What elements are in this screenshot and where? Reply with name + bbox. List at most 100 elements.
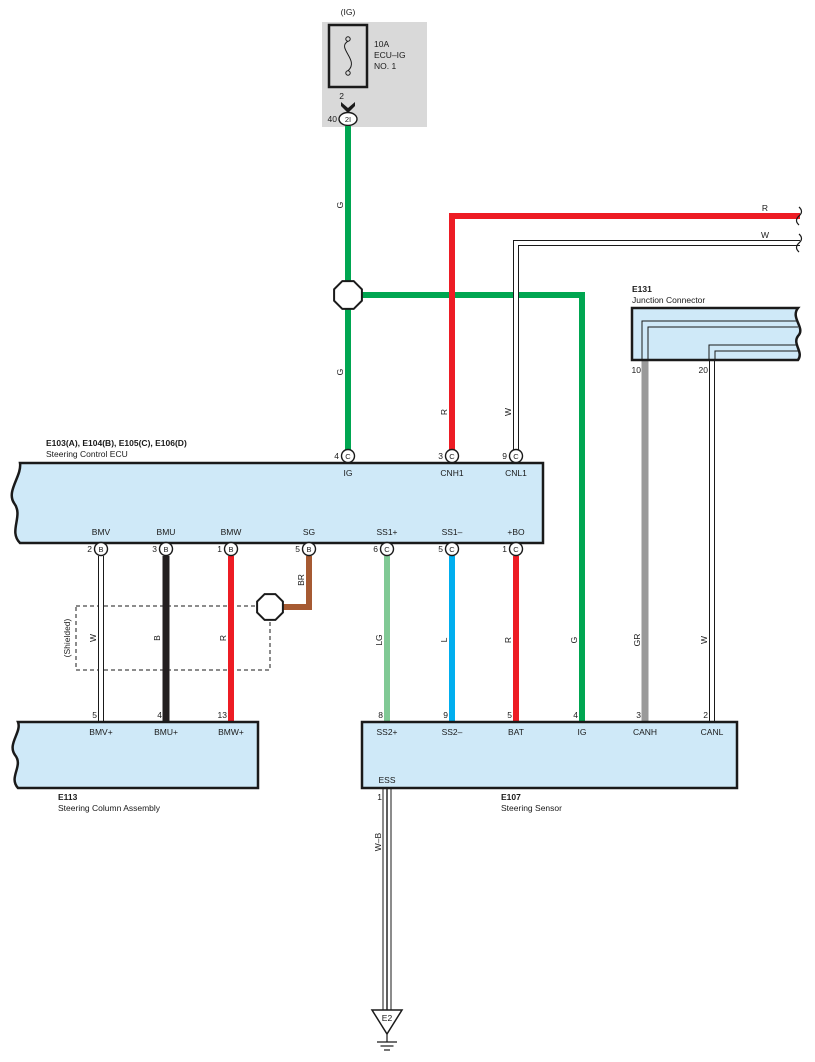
terminal-label: CNL1 [505,468,527,478]
wire-label: R [503,637,513,643]
ground-icon [377,1034,397,1051]
terminal-label: CNH1 [440,468,463,478]
fuse-frame [327,23,369,89]
connector-letter: C [449,452,455,461]
wire-label: GR [632,634,642,647]
fuse-supply-label: (IG) [341,7,356,17]
wire-label: G [335,202,345,209]
connector-terminal [444,448,460,464]
wire-splice-to-sensor-ig [362,292,585,722]
wire-label: W–B [373,832,383,851]
terminal-label: SS1+ [376,527,397,537]
connector-terminal [340,448,356,464]
wire-sg [283,556,312,610]
pin-number: 4 [334,451,339,461]
steering-column-body [11,720,260,790]
steering-column-name: Steering Column Assembly [58,803,161,813]
wire-cnl1 [513,240,800,450]
wire-label: W [761,230,769,240]
fuse-block: (IG) 10A ECU–IG NO. 1 2 2I 40 [322,7,427,127]
pin-number: 4 [573,710,578,720]
connector-terminal [93,541,109,557]
wire-label: W [88,634,98,642]
fuse-connector-oval [338,111,358,127]
wire-label: W [503,408,513,416]
junction-connector-body [630,306,802,362]
connector-terminal [508,541,524,557]
terminal-label: CANL [701,727,724,737]
connector-letter: B [306,545,311,554]
fuse-connector-id: 2I [345,115,351,124]
steering-control-ecu: E103(A), E104(B), E105(C), E106(D) Steer… [10,438,545,557]
pin-number: 3 [636,710,641,720]
connector-terminal [301,541,317,557]
pin-number: 5 [438,544,443,554]
wire-label: W [699,636,709,644]
pin-number: 2 [87,544,92,554]
steering-column-assembly: 5 BMV+ 4 BMU+ 13 BMW+ E113 Steering Colu… [11,710,260,813]
connector-terminal [508,448,524,464]
junction-connector: E131 Junction Connector 10 20 [630,284,802,375]
pin-number: 2 [703,710,708,720]
fuse-icon-element [344,40,352,72]
junction-connector-name: Junction Connector [632,295,705,305]
pin-number: 1 [502,544,507,554]
fuse-block-panel [322,22,427,127]
pin-number: 1 [217,544,222,554]
connector-letter: B [228,545,233,554]
connector-terminal [223,541,239,557]
terminal-label: BMU [157,527,176,537]
pin-number: 3 [152,544,157,554]
wire-label: L [439,637,449,642]
ecu-name: Steering Control ECU [46,449,128,459]
wire-label: LG [374,634,384,645]
fuse-name-line1: ECU–IG [374,50,406,60]
connector-letter: B [163,545,168,554]
pin-number: 9 [502,451,507,461]
steering-sensor-name: Steering Sensor [501,803,562,813]
connector-letter: C [449,545,455,554]
pin-number: 3 [438,451,443,461]
pin-number: 1 [377,792,382,802]
wire-label: G [335,369,345,376]
terminal-label: SS2+ [376,727,397,737]
pin-number: 6 [373,544,378,554]
junction-internal-line [641,320,797,360]
fuse-icon-terminal-bottom [345,70,351,76]
terminal-label: CANH [633,727,657,737]
junction-internal-line [708,344,796,360]
terminal-label: +BO [507,527,525,537]
steering-sensor: 8 SS2+ 9 SS2– 5 BAT 4 IG 3 CANH 2 CANL E… [360,710,739,813]
ground-code: E2 [382,1013,393,1023]
connector-terminal [444,541,460,557]
pin-number: 4 [157,710,162,720]
ecu-body [10,461,545,545]
pin-number: 13 [218,710,228,720]
terminal-label: BMV+ [89,727,112,737]
fuse-name-line2: NO. 1 [374,61,396,71]
terminal-label: IG [344,468,353,478]
terminal-label: SS2– [442,727,463,737]
terminal-label: BMU+ [154,727,178,737]
wire-label: BR [296,574,306,586]
steering-sensor-body [360,720,739,790]
steering-sensor-code: E107 [501,792,521,802]
junction-internal-line [647,326,798,360]
ecu-connector-codes: E103(A), E104(B), E105(C), E106(D) [46,438,187,448]
splice-point-ig [333,280,363,310]
wire-cnh1-break [795,206,803,226]
junction-pin-number: 20 [699,365,709,375]
connector-letter: B [98,545,103,554]
wire-labels: G G G R R W W W B R BR LG L R GR W W–B [88,202,769,852]
terminal-label: ESS [378,775,395,785]
pin-number: 5 [507,710,512,720]
junction-internal-line [714,350,799,360]
pin-number: 5 [92,710,97,720]
junction-pin-number: 10 [632,365,642,375]
terminal-label: BAT [508,727,524,737]
junction-connector-code: E131 [632,284,652,294]
terminal-label: BMW [221,527,242,537]
terminal-label: IG [578,727,587,737]
fuse-pin-number: 2 [339,91,344,101]
